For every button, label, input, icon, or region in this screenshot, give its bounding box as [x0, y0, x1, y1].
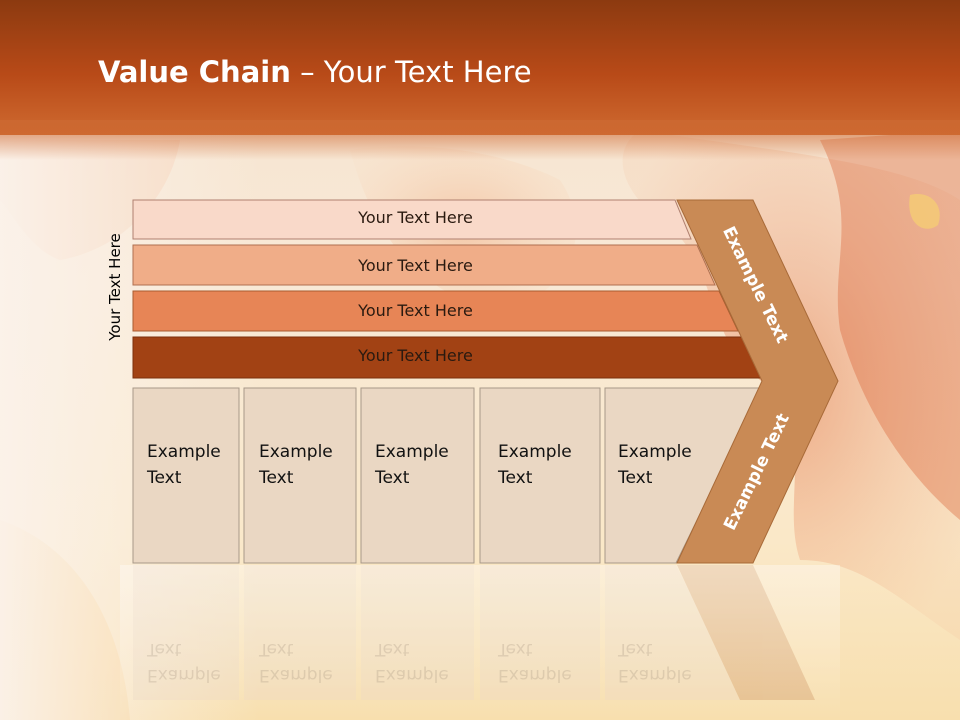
row-label-2: Your Text Here: [358, 256, 473, 275]
activity-box-3[interactable]: [360, 387, 475, 564]
activity-box-4[interactable]: [479, 387, 601, 564]
title-bar-fade: [0, 120, 960, 160]
page-title: Value Chain – Your Text Here: [98, 55, 532, 89]
activity-box-5[interactable]: [604, 387, 763, 564]
margin-chevron[interactable]: [676, 199, 839, 564]
title-bar: [0, 0, 960, 135]
page-title-bold: Value Chain: [98, 55, 291, 89]
row-label-3: Your Text Here: [358, 301, 473, 320]
page-title-rest: – Your Text Here: [290, 55, 532, 89]
reflection-fade: [120, 565, 840, 720]
row-label-1: Your Text Here: [358, 208, 473, 227]
activity-box-2[interactable]: [243, 387, 357, 564]
row-bar-1[interactable]: [132, 199, 692, 240]
activity-box-1[interactable]: [132, 387, 240, 564]
row-bar-2[interactable]: [132, 244, 716, 286]
row-label-4: Your Text Here: [358, 346, 473, 365]
